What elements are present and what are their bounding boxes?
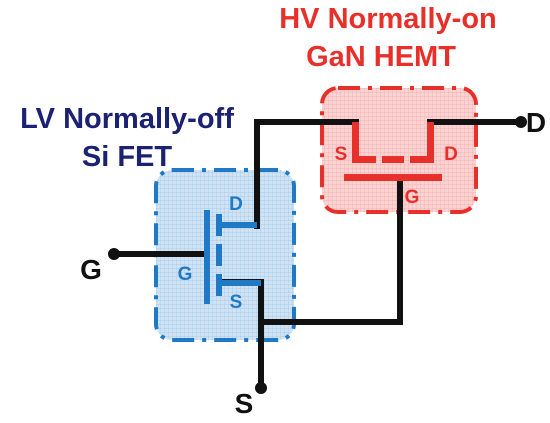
fet-gate-plate	[204, 210, 210, 304]
gate-terminal-dot	[108, 248, 120, 260]
fet-drain-lead	[219, 222, 257, 228]
fet-title-line2: Si FET	[82, 141, 173, 173]
hemt-channel-right	[410, 156, 434, 163]
fet-source-lead	[219, 280, 261, 286]
hemt-title-line1: HV Normally-on	[279, 3, 497, 35]
source-terminal-label: S	[235, 388, 254, 419]
hemt-gate-label: G	[405, 187, 420, 208]
fet-drain-label: D	[229, 194, 243, 215]
hemt-title-line2: GaN HEMT	[306, 41, 456, 73]
hemt-drain-leg	[427, 122, 434, 162]
fet-channel-mid	[216, 244, 222, 266]
si-fet-symbol	[204, 210, 261, 304]
hemt-source-label: S	[335, 144, 348, 165]
hemt-channel-mid	[382, 156, 404, 163]
gate-terminal-label: G	[80, 254, 102, 285]
hemt-drain-label: D	[444, 144, 458, 165]
fet-source-label: S	[230, 292, 243, 313]
hemt-source-leg	[352, 122, 359, 162]
drain-terminal-label: D	[526, 107, 546, 138]
hemt-gate-wire	[262, 177, 403, 325]
source-terminal-dot	[255, 382, 267, 394]
hemt-gate-plate	[344, 174, 442, 181]
fet-gate-label: G	[178, 264, 193, 285]
fet-title-line1: LV Normally-off	[20, 103, 234, 135]
gan-hemt-symbol	[344, 122, 442, 181]
hemt-channel-left	[352, 156, 376, 163]
drain-terminal-dot	[515, 116, 527, 128]
